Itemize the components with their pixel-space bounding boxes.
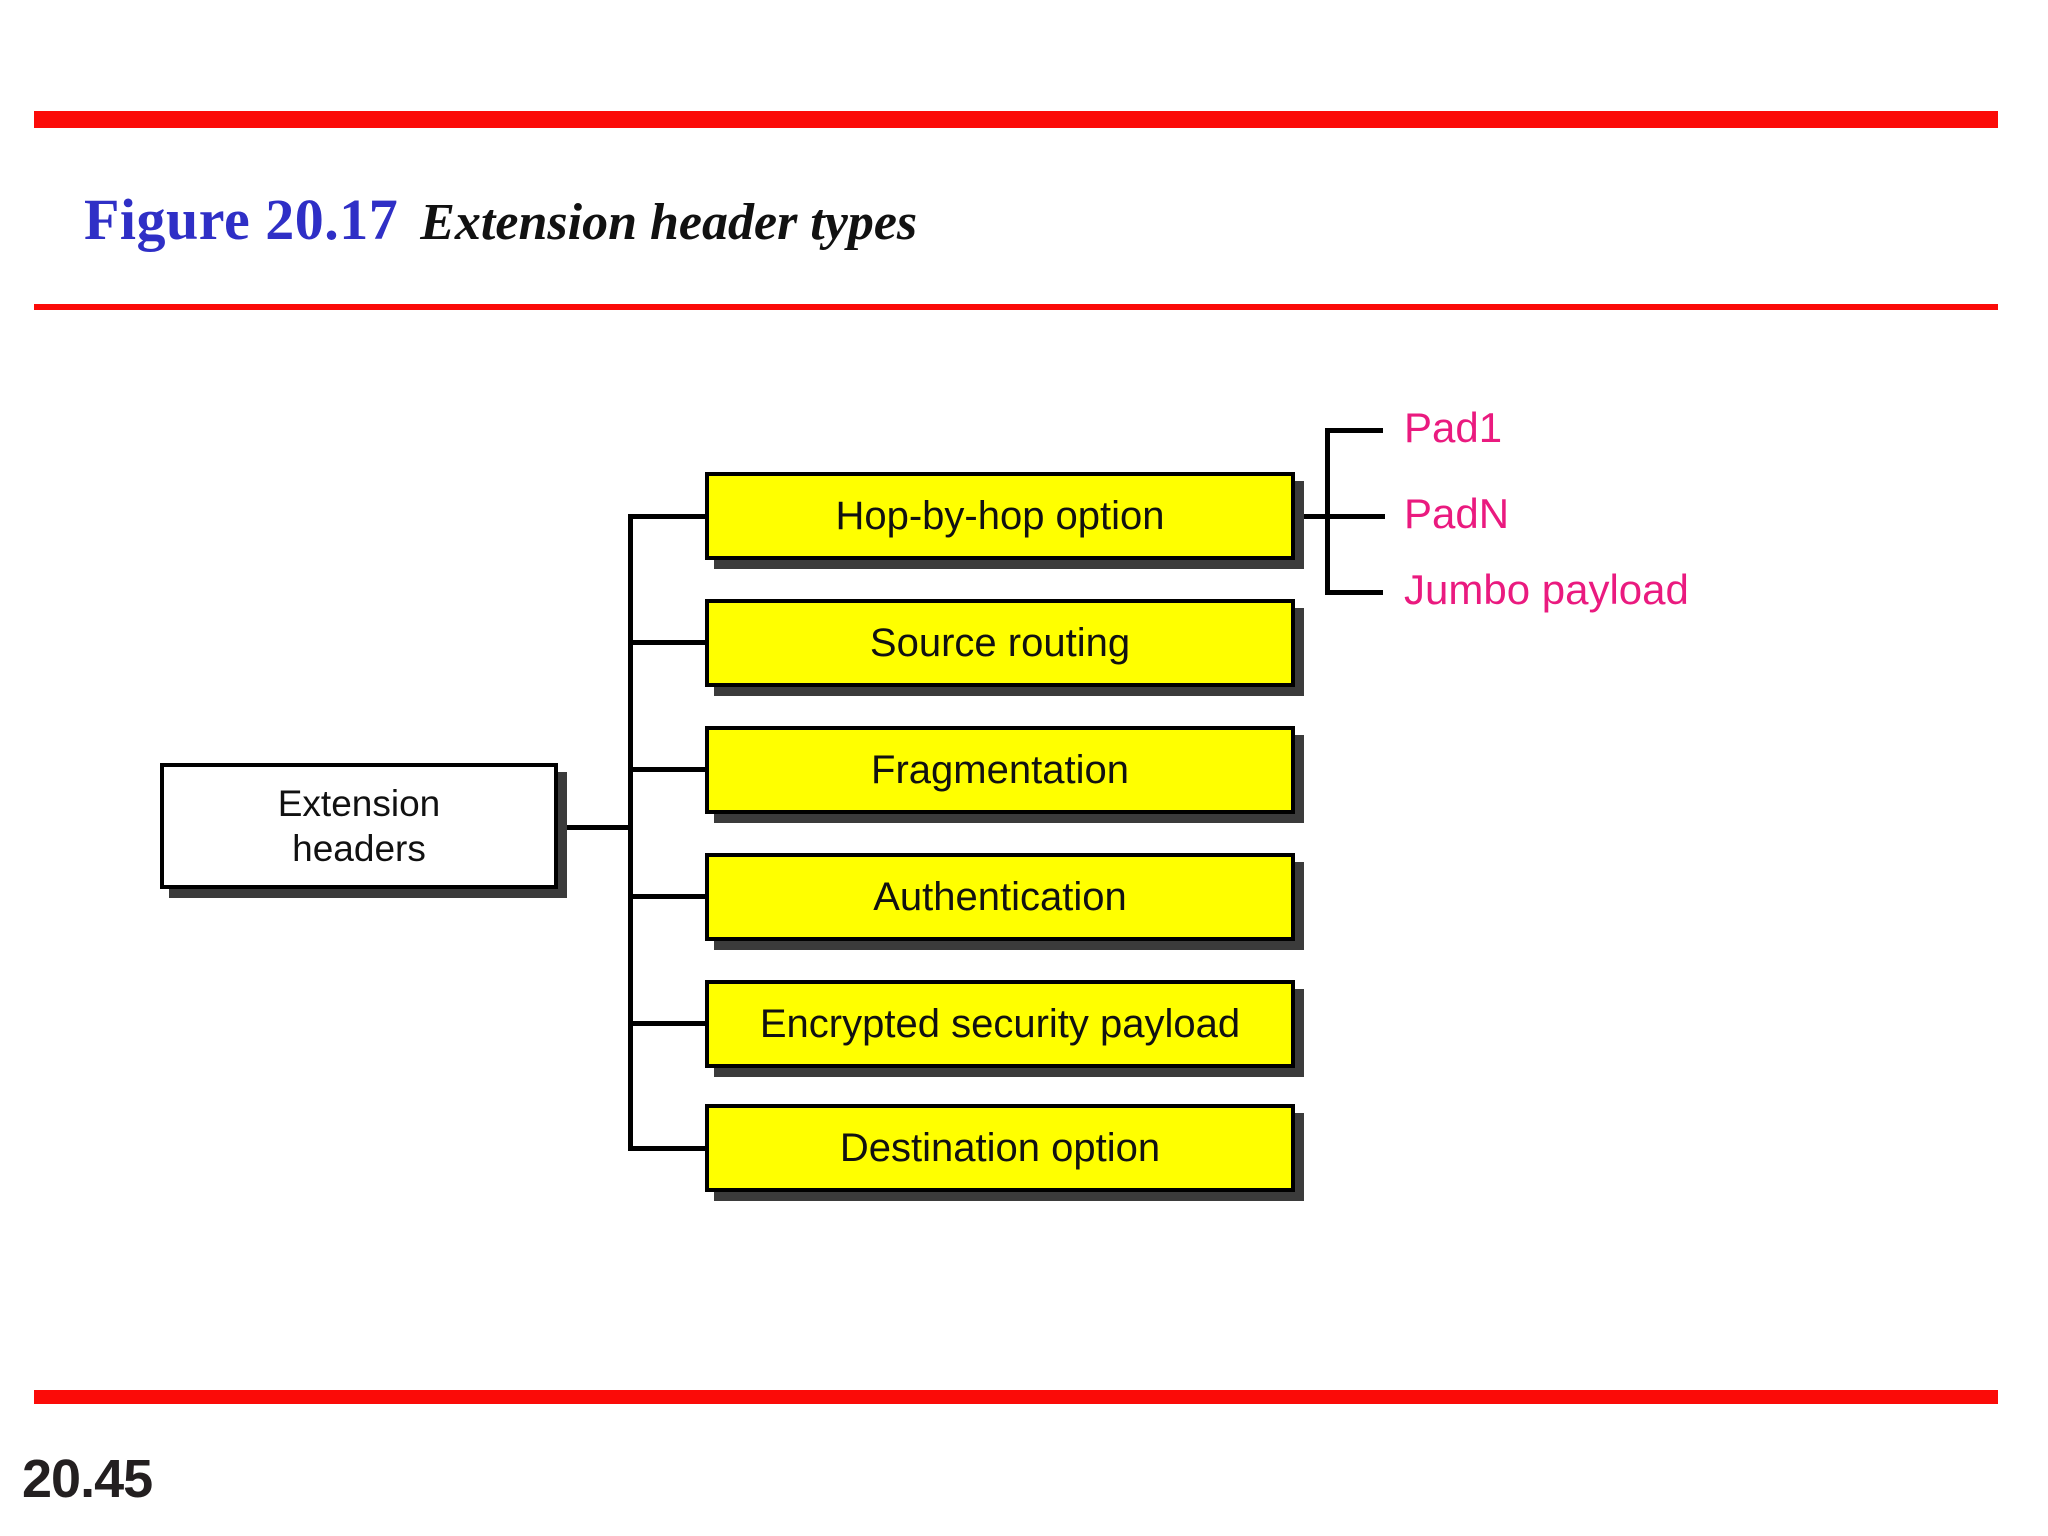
connector-stub-pad1 [1325,428,1383,433]
node-extension-headers-label-line1: Extension [277,782,441,824]
figure-title: Figure 20.17 Extension header types [84,186,917,253]
connector-stub-branch-1 [628,514,710,519]
node-source-routing[interactable]: Source routing [705,599,1295,687]
footer-rule [34,1390,1998,1404]
node-authentication-label: Authentication [873,874,1127,919]
connector-stub-branch-3 [628,767,710,772]
page-number: 20.45 [22,1449,153,1509]
node-authentication[interactable]: Authentication [705,853,1295,941]
label-jumbo-payload: Jumbo payload [1404,566,1689,613]
label-pad1: Pad1 [1404,404,1503,451]
node-extension-headers[interactable]: Extension headers [160,763,558,889]
header-rule-thick [34,111,1998,128]
figure-number: Figure 20.17 [84,187,399,252]
connector-stub-branch-5 [628,1021,710,1026]
connector-stub-branch-2 [628,640,710,645]
connector-root-to-trunk [558,825,632,830]
connector-stub-jumbo-payload [1325,590,1383,595]
header-rule-thin [34,304,1998,310]
connector-stub-branch-4 [628,894,710,899]
node-fragmentation[interactable]: Fragmentation [705,726,1295,814]
node-extension-headers-label-line2: headers [292,828,426,869]
node-destination-option[interactable]: Destination option [705,1104,1295,1192]
node-hop-by-hop-option-label: Hop-by-hop option [835,493,1165,538]
label-padn: PadN [1404,490,1510,537]
node-extension-headers-label: Extension headers [278,781,441,871]
node-encrypted-security-payload[interactable]: Encrypted security payload [705,980,1295,1068]
node-hop-by-hop-option[interactable]: Hop-by-hop option [705,472,1295,560]
node-source-routing-label: Source routing [869,620,1131,665]
figure-caption: Extension header types [420,194,918,251]
node-destination-option-label: Destination option [839,1125,1161,1170]
node-encrypted-security-payload-label: Encrypted security payload [759,1001,1241,1046]
connector-bracket-vertical [1325,428,1330,595]
connector-stub-padn [1325,514,1383,519]
node-fragmentation-label: Fragmentation [871,747,1129,792]
connector-stub-branch-6 [628,1146,710,1151]
connector-trunk-vertical [628,514,633,1148]
